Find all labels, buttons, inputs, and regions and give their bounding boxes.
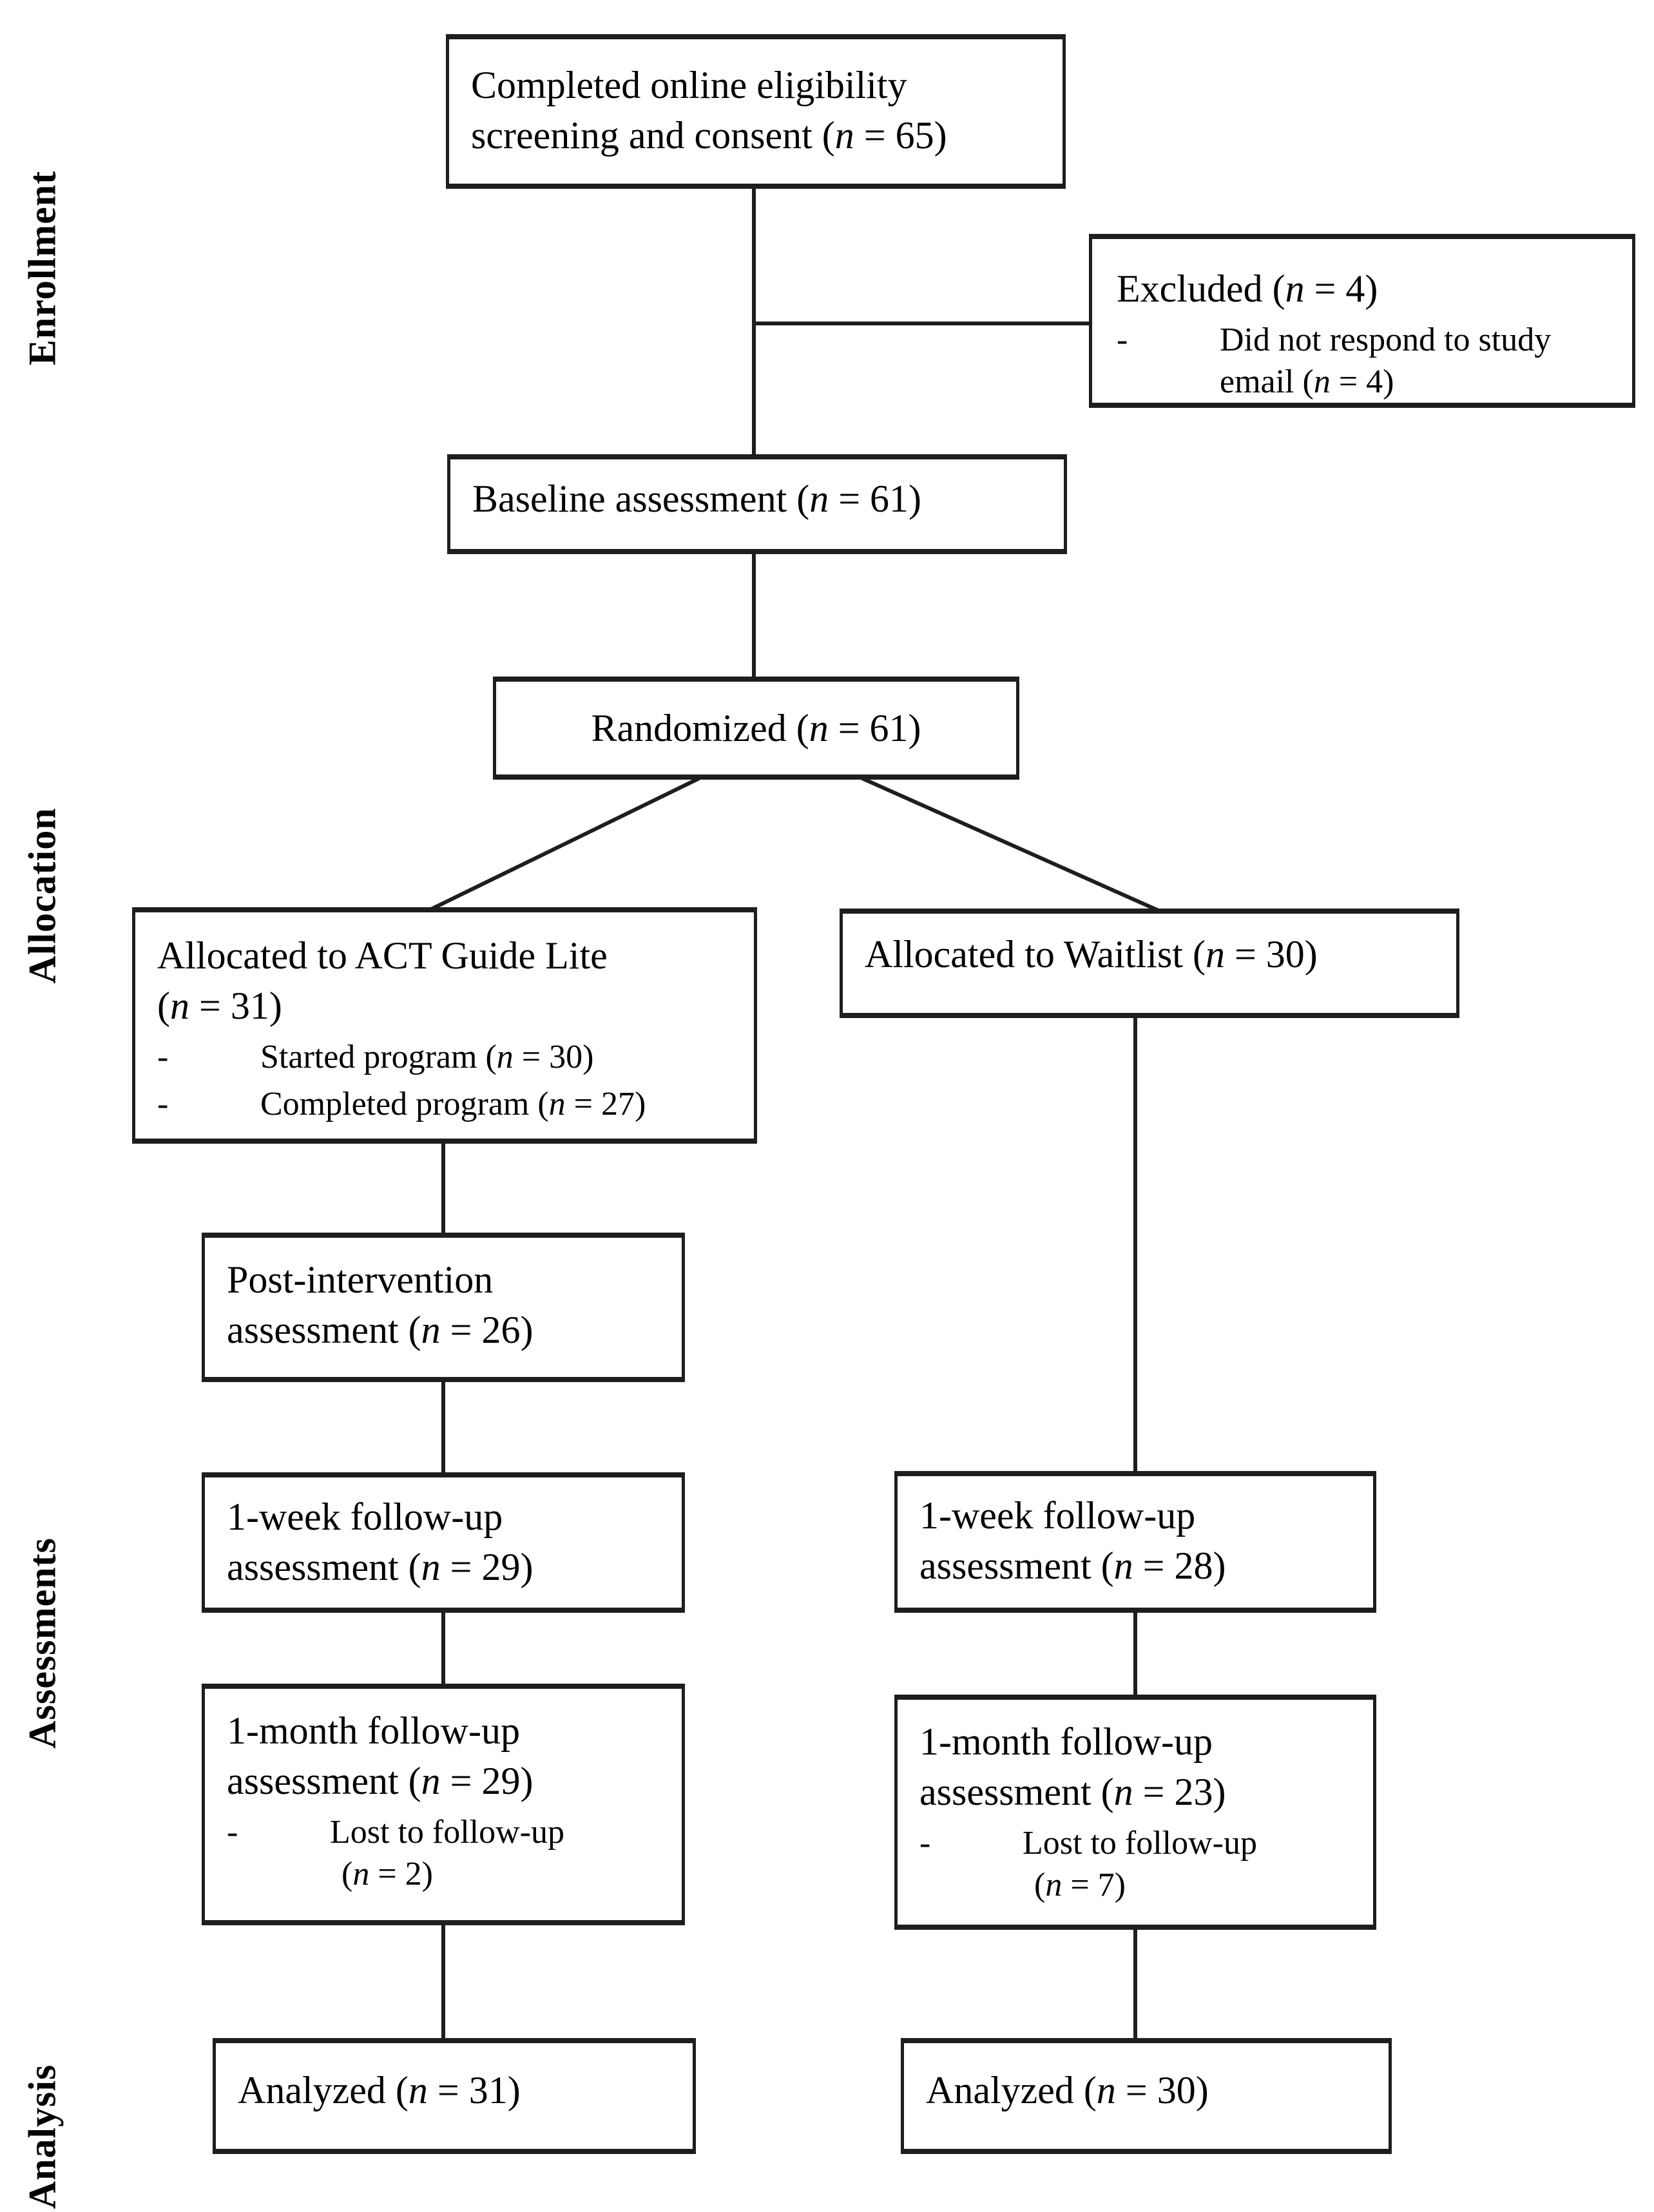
box-week1-followup-right: 1-week follow-up assessment (n = 28)	[894, 1471, 1376, 1613]
bullet-dash: -	[1117, 322, 1128, 358]
box-text-line: 1-month follow-up	[919, 1720, 1213, 1763]
connector-month1-to-analyzed-right	[1133, 1930, 1137, 2038]
bullet-item: - Lost to follow-up (n = 7)	[919, 1822, 1358, 1906]
bullet-item: - Completed program (n = 27)	[157, 1083, 738, 1125]
box-eligibility-screening: Completed online eligibility screening a…	[446, 34, 1066, 189]
box-text-line: Post-intervention	[227, 1258, 494, 1301]
box-allocated-waitlist: Allocated to Waitlist (n = 30)	[840, 909, 1459, 1018]
box-text-line: Analyzed (n = 30)	[926, 2069, 1209, 2111]
box-week1-followup-left: 1-week follow-up assessment (n = 29)	[202, 1472, 685, 1613]
branch-line-right	[861, 776, 1161, 913]
stage-label-allocation: Allocation	[21, 807, 64, 984]
bullet-text-line: Started program (n = 30)	[260, 1039, 594, 1075]
connector-week1-to-month1-right	[1133, 1613, 1137, 1695]
box-analyzed-left: Analyzed (n = 31)	[213, 2038, 696, 2154]
bullet-item: - Started program (n = 30)	[157, 1036, 738, 1078]
stage-label-analysis: Analysis	[21, 2064, 64, 2209]
box-text-line: Allocated to ACT Guide Lite	[157, 934, 608, 977]
bullet-dash: -	[157, 1039, 169, 1075]
box-text-line: Analyzed (n = 31)	[238, 2069, 521, 2111]
bullet-text-line: (n = 2)	[341, 1856, 433, 1892]
connector-week1-to-month1-left	[441, 1613, 445, 1684]
box-text-line: Baseline assessment (n = 61)	[472, 477, 922, 520]
box-text-line: Completed online eligibility	[471, 64, 907, 106]
connector-alloc-right-to-week1-right	[1133, 1018, 1137, 1471]
box-analyzed-right: Analyzed (n = 30)	[901, 2038, 1392, 2154]
box-text-line: Excluded (n = 4)	[1117, 267, 1378, 310]
connector-alloc-left-to-post	[441, 1144, 445, 1233]
box-text-line: assessment (n = 28)	[919, 1544, 1226, 1587]
bullet-text-line: Lost to follow-up	[1023, 1825, 1257, 1861]
box-text-line: Randomized (n = 61)	[591, 707, 921, 749]
box-text-line: (n = 31)	[157, 985, 282, 1027]
box-text-line: screening and consent (n = 65)	[471, 114, 947, 157]
box-text-line: 1-week follow-up	[919, 1494, 1196, 1537]
bullet-item: - Lost to follow-up (n = 2)	[227, 1811, 666, 1895]
bullet-text-line: Did not respond to study	[1220, 322, 1552, 358]
connector-month1-to-analyzed-left	[441, 1925, 445, 2038]
bullet-dash: -	[919, 1825, 931, 1861]
connector-post-to-week1-left	[441, 1382, 445, 1472]
box-text-line: assessment (n = 23)	[919, 1771, 1226, 1813]
box-text-line: 1-week follow-up	[227, 1496, 503, 1538]
box-text-line: Allocated to Waitlist (n = 30)	[865, 933, 1318, 976]
branch-line-left	[428, 776, 700, 912]
box-post-intervention-assessment: Post-intervention assessment (n = 26)	[202, 1233, 685, 1382]
box-month1-followup-left: 1-month follow-up assessment (n = 29) - …	[202, 1684, 685, 1925]
box-month1-followup-right: 1-month follow-up assessment (n = 23) - …	[894, 1695, 1376, 1930]
connector-baseline-to-randomized	[752, 554, 756, 677]
stage-label-assessments: Assessments	[21, 1537, 64, 1749]
box-text-line: 1-month follow-up	[227, 1709, 520, 1752]
bullet-item: - Did not respond to study email (n = 4)	[1117, 319, 1617, 403]
bullet-text-line: Completed program (n = 27)	[260, 1086, 646, 1122]
box-text-line: assessment (n = 26)	[227, 1309, 534, 1351]
box-excluded: Excluded (n = 4) - Did not respond to st…	[1089, 234, 1635, 408]
connector-to-excluded	[752, 322, 1089, 325]
box-allocated-act-guide-lite: Allocated to ACT Guide Lite (n = 31) - S…	[132, 907, 757, 1144]
stage-label-enrollment: Enrollment	[21, 170, 64, 366]
box-baseline-assessment: Baseline assessment (n = 61)	[447, 454, 1067, 554]
bullet-text-line: (n = 7)	[1034, 1867, 1126, 1903]
box-randomized: Randomized (n = 61)	[493, 677, 1019, 780]
box-text-line: assessment (n = 29)	[227, 1546, 534, 1588]
bullet-text-line: Lost to follow-up	[330, 1814, 564, 1851]
box-text-line: assessment (n = 29)	[227, 1760, 534, 1802]
bullet-text-line: email (n = 4)	[1220, 363, 1394, 400]
bullet-dash: -	[157, 1086, 169, 1122]
bullet-dash: -	[227, 1814, 238, 1851]
